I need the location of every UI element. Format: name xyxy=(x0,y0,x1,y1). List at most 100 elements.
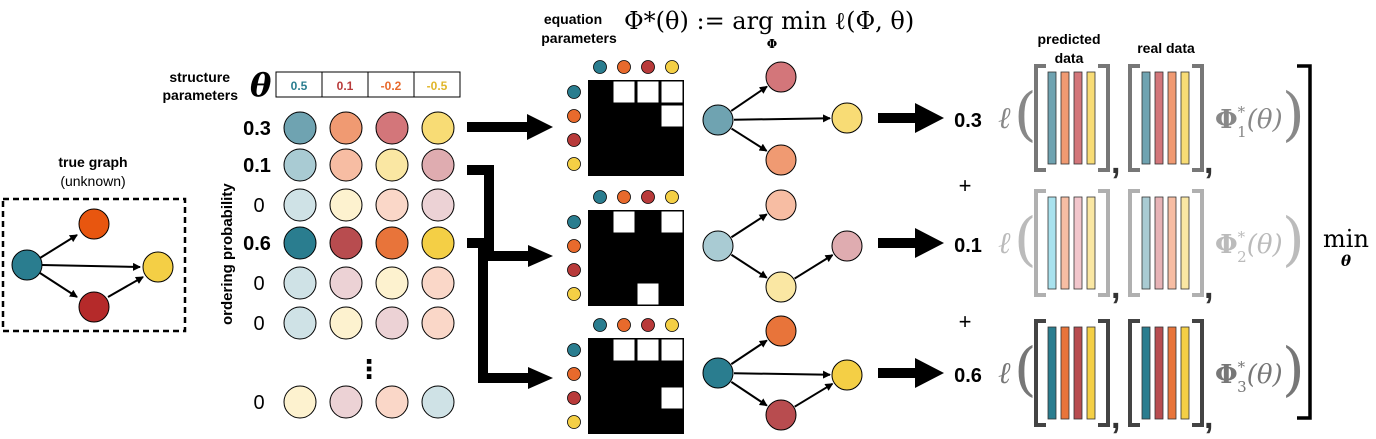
min-sub: θ xyxy=(1341,252,1351,270)
data-bar xyxy=(1154,196,1164,290)
true-graph-title: true graph xyxy=(58,154,127,170)
matrix-cell-empty xyxy=(613,339,635,361)
matrix-row-dot xyxy=(567,239,581,253)
adjacency-matrices xyxy=(567,60,684,434)
data-bar xyxy=(1047,196,1057,290)
loss-close-paren: ) xyxy=(1282,335,1305,403)
ordering-probability: 0 xyxy=(253,195,264,217)
matrix-col-dot xyxy=(617,60,631,74)
phi-star-term: Φ*2(θ) xyxy=(1215,228,1283,266)
candidate-graph xyxy=(702,189,863,303)
graph-node xyxy=(702,230,734,262)
graph-edge xyxy=(730,127,768,152)
data-bar xyxy=(1086,71,1096,165)
ordering-node xyxy=(375,306,409,340)
graph-node xyxy=(765,189,797,221)
elbow-arrow xyxy=(467,238,530,383)
matrix-row-dot xyxy=(567,415,581,429)
matrix-row-dot xyxy=(567,391,581,405)
matrix-col-dot xyxy=(665,60,679,74)
adjacency-matrix xyxy=(567,190,684,306)
matrix-cell-empty xyxy=(637,339,659,361)
theta-cell xyxy=(367,71,415,98)
ordering-node xyxy=(329,306,363,340)
ordering-node xyxy=(283,266,317,300)
matrix-col-dot xyxy=(665,318,679,332)
graph-node xyxy=(702,104,734,136)
candidate-graph xyxy=(702,315,863,431)
graph-node xyxy=(765,144,797,176)
matrix-col-dot xyxy=(641,318,655,332)
equation-label-2: parameters xyxy=(541,30,617,46)
graph-node xyxy=(702,357,734,389)
graph-edge xyxy=(733,114,832,123)
loss-ell: ℓ xyxy=(998,356,1011,391)
data-bar xyxy=(1141,71,1151,165)
graph-node xyxy=(765,315,797,347)
ordering-probability: 0.3 xyxy=(243,118,271,140)
arrow-head xyxy=(528,367,553,389)
data-bar xyxy=(1141,196,1151,290)
ordering-to-matrix-arrows xyxy=(467,114,553,389)
ordering-node xyxy=(375,226,409,260)
loss-weight: 0.1 xyxy=(954,235,982,257)
elbow-arrow xyxy=(467,165,530,261)
ordering-node xyxy=(329,266,363,300)
true-graph-node xyxy=(11,249,43,281)
plus-sign: + xyxy=(959,309,972,334)
matrix-col-dot xyxy=(641,190,655,204)
matrix-col-dot xyxy=(593,318,607,332)
phi-star-term: Φ*3(θ) xyxy=(1215,358,1283,396)
data-bar xyxy=(1073,326,1083,420)
matrix-row-dot xyxy=(567,157,581,171)
data-bar xyxy=(1167,71,1177,165)
ordering-node xyxy=(329,111,363,145)
graph-node xyxy=(831,230,863,262)
data-bar xyxy=(1060,196,1070,290)
loss-ell: ℓ xyxy=(998,101,1011,136)
true-graph-edge xyxy=(39,272,78,298)
true-graph-node xyxy=(78,291,110,323)
graph-node xyxy=(765,271,797,303)
data-bar xyxy=(1141,326,1151,420)
theta-value: -0.5 xyxy=(427,79,448,93)
ordering-node xyxy=(421,306,455,340)
equation-formula-sub: Φ xyxy=(767,37,777,51)
loss-close-paren: ) xyxy=(1282,205,1305,273)
data-bar xyxy=(1047,326,1057,420)
loss-weight: 0.3 xyxy=(954,110,982,132)
ordering-node xyxy=(329,148,363,182)
data-bar xyxy=(1180,326,1190,420)
loss-comma: , xyxy=(1111,143,1120,181)
data-bar xyxy=(1073,196,1083,290)
data-bar xyxy=(1180,196,1190,290)
ordering-node xyxy=(421,111,455,145)
ordering-node xyxy=(283,188,317,222)
ordering-node xyxy=(421,266,455,300)
real-data-label: real data xyxy=(1137,40,1195,56)
data-bracket xyxy=(1034,189,1046,297)
data-bar xyxy=(1154,326,1164,420)
equation-formula: Φ*(θ) := arg min ℓ(Φ, θ) xyxy=(624,7,914,35)
graph-node xyxy=(765,61,797,93)
data-bracket xyxy=(1098,64,1110,172)
true-graph-edge xyxy=(41,262,141,271)
data-bracket xyxy=(1192,64,1204,172)
ordering-node xyxy=(375,148,409,182)
big-arrow xyxy=(878,358,944,388)
data-bracket xyxy=(1128,64,1140,172)
ordering-node xyxy=(283,148,317,182)
ordering-probability: 0 xyxy=(253,392,264,414)
big-bracket xyxy=(1297,64,1312,420)
loss-comma: , xyxy=(1204,143,1213,181)
data-bar xyxy=(1060,71,1070,165)
plus-sign: + xyxy=(959,173,972,198)
adjacency-matrix xyxy=(567,318,684,434)
matrix-row-dot xyxy=(567,287,581,301)
